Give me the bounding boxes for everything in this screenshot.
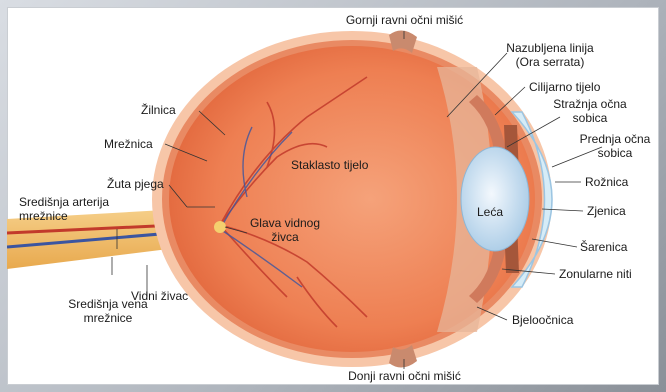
lens-shape (461, 147, 529, 251)
label-cilijarno-tijelo: Cilijarno tijelo (529, 80, 600, 94)
label-zilnica: Žilnica (141, 103, 176, 117)
label-leca: Leća (477, 205, 503, 219)
label-gornji-ravni-misic: Gornji ravni očni mišić (332, 13, 477, 27)
label-staklasto-tijelo: Staklasto tijelo (291, 158, 368, 172)
diagram-panel: Gornji ravni očni mišić Donji ravni očni… (7, 7, 659, 385)
label-zjenica: Zjenica (587, 204, 626, 218)
label-nazubljena-linija: Nazubljena linija (Ora serrata) (495, 41, 605, 69)
label-donji-ravni-misic: Donji ravni očni mišić (332, 369, 477, 383)
label-mreznica: Mrežnica (104, 137, 153, 151)
label-roznica: Rožnica (585, 175, 628, 189)
label-sarenica: Šarenica (580, 240, 627, 254)
label-sredisnja-arterija: Središnja arterija mrežnice (19, 195, 109, 223)
label-vidni-zivac: Vidni živac (131, 289, 188, 303)
label-prednja-ocna-sobica: Prednja očna sobica (573, 132, 657, 160)
label-zonularne-niti: Zonularne niti (559, 267, 632, 281)
label-bjeloocnica: Bjeloočnica (512, 313, 573, 327)
optic-disc (214, 221, 226, 233)
label-glava-vidnog-zivca: Glava vidnog živca (243, 216, 327, 244)
label-zuta-pjega: Žuta pjega (107, 177, 164, 191)
label-straznja-ocna-sobica: Stražnja očna sobica (540, 97, 640, 125)
